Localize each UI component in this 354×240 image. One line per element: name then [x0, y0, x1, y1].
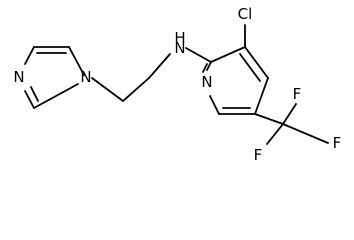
atom-label-fluorine-top: F [293, 85, 302, 103]
bond-c5-cf3 [254, 113, 284, 125]
bond-py-c6-n1 [209, 95, 220, 115]
bond-im-n3-c2 [24, 90, 35, 109]
bond-cf3-f-right [282, 123, 329, 144]
bond-cf3-f-top [282, 103, 297, 125]
bond-im-c4-n3 [24, 46, 35, 65]
bond-chain-2 [122, 77, 150, 102]
bond-py-n1-c2 [206, 61, 212, 71]
atom-label-amine-h: H [174, 29, 185, 47]
atom-label-pyridine-n: N [201, 73, 212, 91]
bond-nh-c2 [185, 47, 212, 63]
atom-label-fluorine-bottom: F [254, 146, 263, 164]
bond-chain-3 [148, 53, 171, 79]
bond-im-n3-c2-double [30, 86, 39, 102]
bond-py-c3-c4-double [239, 53, 261, 82]
bond-cf3-f-bottom [266, 123, 284, 145]
atom-label-imidazole-n3: N [13, 68, 24, 86]
atom-label-chlorine: Cl [238, 5, 253, 23]
atom-label-amine-n: N [174, 39, 185, 57]
molecule-structure: N N N H Cl N F F F [13, 5, 341, 164]
atom-labels: N N N H Cl N F F F [13, 5, 341, 164]
bond-py-n1-c2-double [202, 63, 208, 73]
bond-chain-1 [91, 77, 124, 102]
bonds [24, 24, 329, 145]
bond-im-n1-c5 [68, 46, 85, 76]
atom-label-fluorine-right: F [333, 134, 342, 152]
bond-py-c2-c3 [210, 46, 246, 63]
atom-label-imidazole-n1: N [80, 68, 91, 86]
bond-py-c4-c5 [254, 77, 269, 115]
bond-im-c2-n1 [33, 83, 79, 109]
bond-py-c3-c4 [244, 46, 269, 79]
